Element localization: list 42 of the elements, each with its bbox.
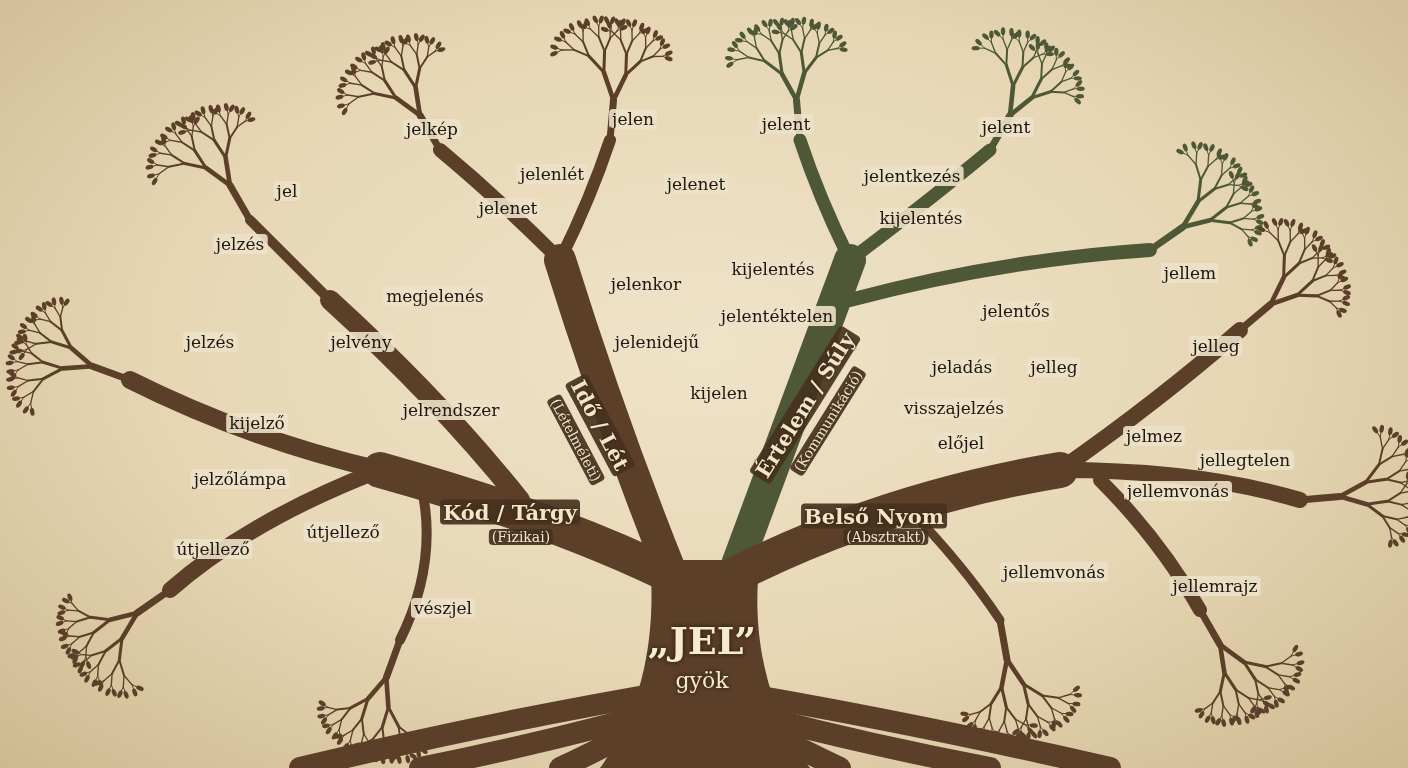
- word-label: útjellező: [303, 522, 383, 542]
- word-label: útjellező: [173, 539, 253, 559]
- word-label: megjelenés: [383, 286, 487, 306]
- word-label: jelenkor: [607, 274, 685, 294]
- word-label: jellegtelen: [1196, 450, 1294, 470]
- branch-label: Kód / Tárgy: [440, 499, 580, 525]
- word-label: jelenet: [663, 174, 729, 194]
- word-label: jelentős: [979, 301, 1053, 321]
- word-label: jelen: [609, 109, 657, 129]
- word-label: jelenlét: [516, 164, 588, 184]
- word-label: kijelző: [226, 413, 288, 433]
- word-label: jelentkezés: [860, 166, 964, 186]
- word-label: jelentéktelen: [717, 306, 837, 326]
- branch-sublabel: (Absztrakt): [843, 529, 929, 545]
- word-label: jelenet: [475, 198, 541, 218]
- word-label: jelleg: [1027, 357, 1081, 377]
- word-label: kijelen: [687, 383, 751, 403]
- word-label: jel: [273, 181, 301, 201]
- word-label: kijelentés: [728, 259, 818, 279]
- word-label: jelzés: [212, 234, 268, 254]
- word-label: jelzőlámpa: [190, 469, 290, 489]
- word-label: jeladás: [928, 357, 996, 377]
- word-label: jellemvonás: [1000, 562, 1108, 582]
- word-label: jellemvonás: [1124, 481, 1232, 501]
- word-label: jelmez: [1123, 426, 1185, 446]
- word-label: jelzés: [182, 332, 238, 352]
- word-label: jelvény: [327, 332, 395, 352]
- word-label: előjel: [934, 433, 988, 453]
- word-label: jelkép: [403, 119, 461, 139]
- branch-label: Belső Nyom: [801, 503, 947, 529]
- word-label: jellem: [1160, 263, 1220, 283]
- word-label: jellemrajz: [1169, 576, 1261, 596]
- word-label: jelleg: [1189, 336, 1243, 356]
- word-label: jelent: [758, 114, 814, 134]
- root-label: „JEL”: [646, 617, 758, 663]
- word-label: kijelentés: [876, 208, 966, 228]
- word-label: jelent: [978, 117, 1034, 137]
- word-label: jelrendszer: [399, 400, 503, 420]
- word-label: vészjel: [410, 598, 476, 618]
- branch-sublabel: (Fizikai): [488, 529, 554, 545]
- root-caption: gyök: [674, 667, 730, 693]
- word-label: visszajelzés: [900, 398, 1008, 418]
